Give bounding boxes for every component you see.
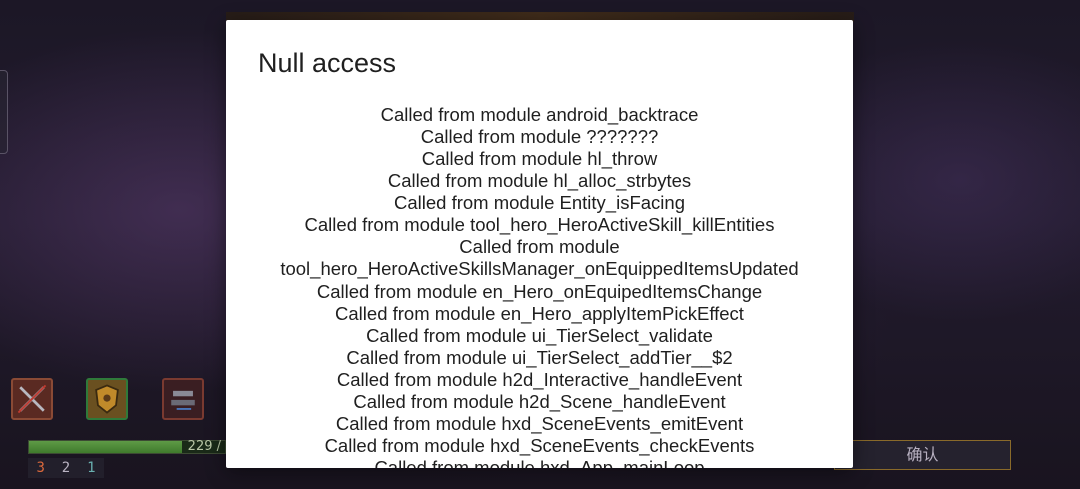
health-bar-fill [29, 441, 182, 453]
game-top-frame [226, 12, 854, 22]
stack-trace-line: Called from module h2d_Interactive_handl… [336, 368, 743, 390]
stack-trace-line: Called from module tool_hero_HeroActiveS… [304, 214, 775, 236]
skill-slot-1[interactable] [11, 378, 53, 420]
stack-trace-line: Called from module android_backtrace [380, 104, 699, 125]
stack-trace-line: Called from module h2d_Scene_handleEvent [353, 390, 726, 412]
health-value: 229 / [187, 439, 221, 454]
error-dialog: Null access Called from module android_b… [226, 20, 853, 468]
crossed-weapons-icon [17, 384, 47, 414]
dialog-title: Null access [258, 48, 397, 78]
stack-trace-line: Called from module hl_alloc_strbytes [387, 170, 692, 192]
counter-value: 2 [61, 460, 71, 476]
stack-trace-line: Called from module en_Hero_onEquipedItem… [316, 280, 763, 302]
stack-trace-line: tool_hero_HeroActiveSkillsManager_onEqui… [280, 258, 799, 280]
turret-icon [171, 390, 195, 410]
stack-trace-line: Called from module hxd_SceneEvents_check… [324, 434, 755, 456]
counter-row: 3 2 1 [28, 458, 104, 478]
stack-trace-line: Called from module hl_throw [421, 148, 658, 170]
counter-value: 3 [36, 460, 45, 476]
stack-trace-line: Called from module ui_TierSelect_addTier… [346, 346, 733, 368]
health-bar: 229 / [28, 439, 226, 454]
stack-trace-line: Called from module [459, 236, 620, 258]
shield-icon [95, 384, 119, 414]
stack-trace-line: Called from module ui_TierSelect_validat… [366, 324, 713, 346]
stack-trace-line: Called from module en_Hero_applyItemPick… [335, 302, 744, 324]
side-panel-tab[interactable] [0, 70, 8, 154]
stack-trace-line: Called from module hxd_SceneEvents_emitE… [335, 412, 744, 434]
skill-slot-3[interactable] [162, 378, 204, 420]
counter-value: 1 [87, 460, 96, 476]
stack-trace-line: Called from module Entity_isFacing [394, 192, 685, 214]
stack-trace-line: Called from module ??????? [420, 126, 659, 148]
stack-trace-line: Called from module hxd_App_mainLoop [374, 457, 705, 468]
skill-slot-2[interactable] [86, 378, 128, 420]
confirm-button[interactable]: 确认 [834, 440, 1011, 470]
